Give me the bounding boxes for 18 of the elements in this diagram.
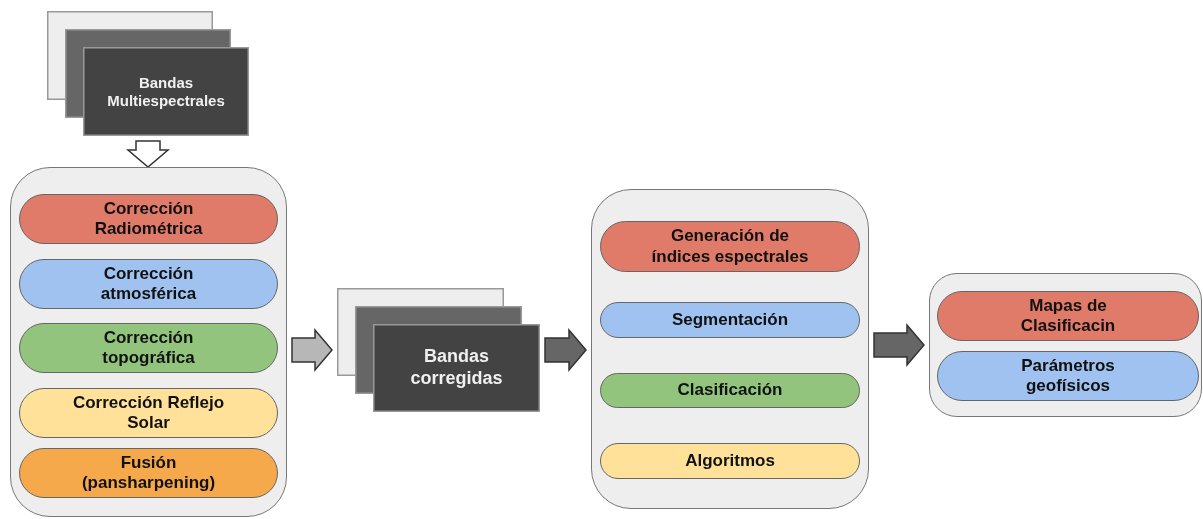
process-pill: Algoritmos <box>600 443 860 479</box>
process-pill: Corrección atmosférica <box>19 259 278 309</box>
process-pill: Segmentación <box>600 302 860 338</box>
process-pill: Corrección Radiométrica <box>19 194 278 244</box>
group-panel <box>591 189 869 509</box>
process-pill: Clasificación <box>600 373 860 408</box>
process-pill: Corrección Reflejo Solar <box>19 388 278 438</box>
process-pill: Fusión (pansharpening) <box>19 448 278 498</box>
process-pill: Generación de índices espectrales <box>600 221 860 272</box>
process-pill: Corrección topográfica <box>19 323 278 373</box>
block-arrow <box>873 322 925 368</box>
group-panel <box>10 167 287 517</box>
block-arrow <box>291 327 333 373</box>
process-pill: Mapas de Clasificacin <box>937 291 1199 341</box>
block-arrow <box>125 140 171 168</box>
block-arrow <box>544 327 587 373</box>
group-panel <box>929 273 1202 417</box>
process-pill: Parámetros geofísicos <box>937 351 1199 401</box>
